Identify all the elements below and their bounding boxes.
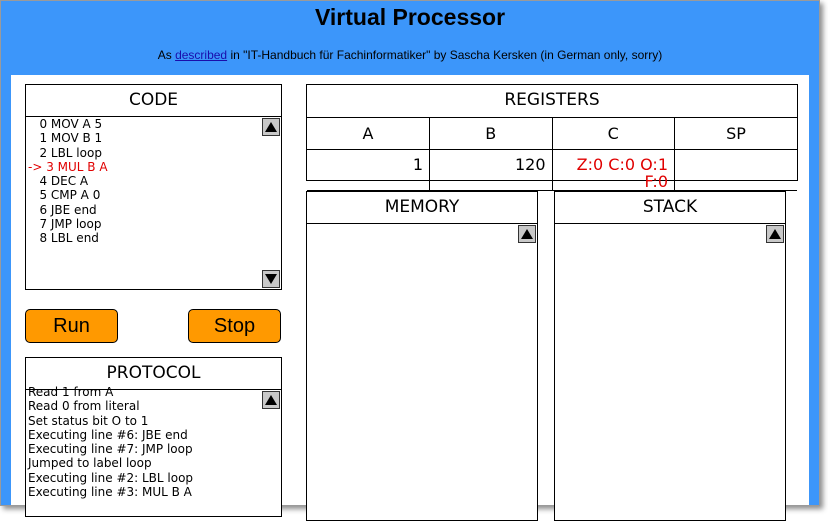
memory-panel: MEMORY	[306, 191, 538, 521]
header: Virtual Processor As described in "IT-Ha…	[1, 1, 819, 75]
protocol-line: Executing line #7: JMP loop	[28, 442, 193, 457]
protocol-line: Jumped to label loop	[28, 456, 152, 471]
registers-title: REGISTERS	[504, 90, 600, 110]
protocol-line: Set status bit O to 1	[28, 413, 149, 428]
code-line: 1 MOV B 1	[28, 131, 103, 146]
page-title: Virtual Processor	[314, 4, 506, 30]
code-line: 4 DEC A	[28, 174, 89, 189]
run-button[interactable]: Run	[25, 309, 118, 343]
code-panel: CODE 0 MOV A 5 1 MOV B 1 2 LBL loop-> 3 …	[25, 84, 282, 290]
protocol-line: Read 0 from literal	[28, 399, 140, 414]
subtitle-suffix: in "IT-Handbuch für Fachinformatiker" by…	[227, 48, 663, 62]
code-line: 0 MOV A 5	[28, 117, 103, 131]
stop-button[interactable]: Stop	[188, 309, 281, 343]
register-name-a: A	[307, 117, 430, 150]
code-scroll-down-button[interactable]	[262, 270, 280, 288]
stack-panel: STACK	[554, 191, 786, 521]
register-value-a: 1	[307, 149, 430, 191]
register-name-sp: SP	[674, 117, 797, 150]
code-list: 0 MOV A 5 1 MOV B 1 2 LBL loop-> 3 MUL B…	[28, 117, 258, 246]
code-line: -> 3 MUL B A	[28, 159, 108, 174]
page-subtitle: As described in "IT-Handbuch für Fachinf…	[1, 48, 819, 62]
stack-scroll-up-button[interactable]	[766, 225, 784, 243]
code-scroll-up-button[interactable]	[262, 118, 280, 136]
register-value-c: Z:0 C:0 O:1 F:0	[551, 149, 675, 191]
register-value-b: 120	[429, 149, 553, 191]
subtitle-prefix: As	[157, 48, 176, 62]
protocol-line: Read 1 from A	[28, 385, 114, 399]
stack-title: STACK	[555, 192, 785, 224]
register-value-sp	[674, 149, 797, 191]
registers-table: A B C SP 1 120 Z:0 C:0 O:1 F:0	[307, 117, 797, 191]
code-line: 6 JBE end	[28, 202, 97, 217]
protocol-line: Executing line #2: LBL loop	[28, 470, 194, 485]
code-line: 5 CMP A 0	[28, 188, 101, 203]
left-border	[1, 75, 11, 505]
registers-panel: REGISTERS A B C SP 1 120 Z:0 C:0 O:1 F:0	[306, 84, 798, 191]
protocol-scroll-up-button[interactable]	[262, 391, 280, 409]
code-line: 8 LBL end	[28, 231, 99, 246]
code-title: CODE	[26, 85, 281, 117]
protocol-line: Executing line #6: JBE end	[28, 427, 188, 442]
described-link[interactable]: described	[175, 48, 228, 62]
code-line: 2 LBL loop	[28, 145, 102, 160]
memory-title: MEMORY	[307, 192, 537, 224]
protocol-line: Executing line #3: MUL B A	[28, 485, 192, 500]
protocol-title: PROTOCOL	[26, 358, 281, 390]
code-line: 7 JMP loop	[28, 217, 102, 232]
right-border	[809, 75, 819, 505]
memory-scroll-up-button[interactable]	[518, 225, 536, 243]
register-name-b: B	[429, 117, 553, 150]
register-name-c: C	[551, 117, 675, 150]
